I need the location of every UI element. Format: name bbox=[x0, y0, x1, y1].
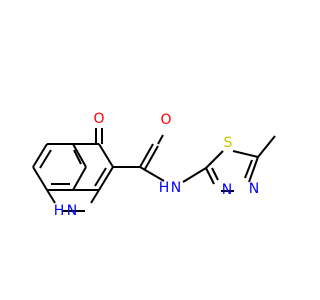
bond bbox=[244, 159, 253, 179]
bond bbox=[139, 166, 165, 182]
sulfur-label: S bbox=[224, 135, 233, 151]
bond bbox=[182, 167, 207, 183]
nitrogen-label: N bbox=[171, 180, 181, 196]
bond bbox=[73, 149, 82, 165]
bond bbox=[211, 167, 219, 181]
bond bbox=[232, 150, 259, 158]
bond bbox=[39, 149, 52, 169]
nitrogen-label: N bbox=[249, 181, 259, 197]
bond bbox=[94, 167, 107, 187]
bond bbox=[205, 167, 215, 185]
hydrogen-label: H bbox=[54, 203, 65, 219]
bond bbox=[98, 143, 114, 168]
bond bbox=[139, 143, 154, 168]
atom-labels: O O N H S N N N H bbox=[54, 111, 260, 219]
bond bbox=[257, 135, 276, 158]
bond bbox=[90, 189, 100, 204]
bond bbox=[46, 189, 56, 204]
oxygen-label: O bbox=[93, 111, 104, 127]
bonds bbox=[32, 128, 276, 212]
bond bbox=[144, 145, 159, 170]
bond bbox=[157, 134, 164, 145]
bond bbox=[248, 156, 259, 183]
bond bbox=[205, 150, 224, 169]
nitrogen-label: N bbox=[222, 182, 232, 198]
bond bbox=[98, 166, 114, 191]
hydrogen-label: H bbox=[159, 180, 170, 196]
nitrogen-label: N bbox=[67, 203, 77, 219]
bond bbox=[72, 143, 87, 168]
molecule-diagram: O O N H S N N N H bbox=[32, 111, 276, 219]
bond bbox=[72, 166, 87, 191]
bond bbox=[32, 143, 48, 168]
bond bbox=[32, 166, 48, 191]
oxygen-label: O bbox=[160, 112, 171, 128]
